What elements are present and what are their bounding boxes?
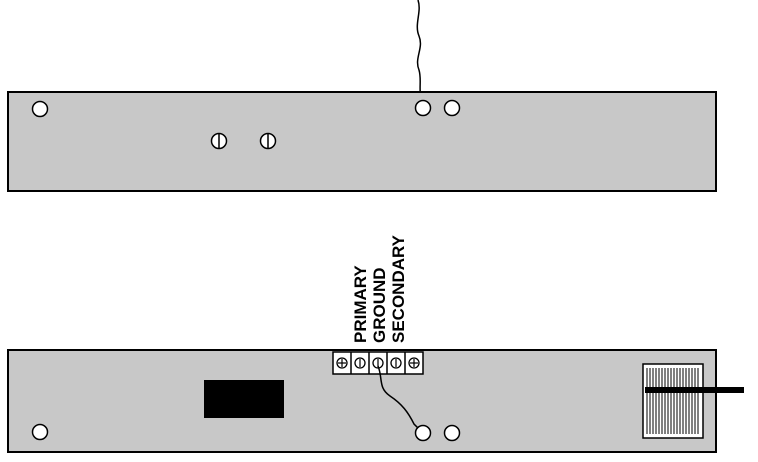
top-screw-left xyxy=(210,132,228,150)
bottom-panel xyxy=(7,349,744,453)
top-mount-hole-right xyxy=(443,99,461,117)
top-panel-body xyxy=(7,91,717,192)
top-panel xyxy=(7,0,717,192)
terminal-screw-4 xyxy=(390,357,402,369)
top-wire-terminal-hole xyxy=(414,99,432,117)
terminal-screw-2 xyxy=(354,357,366,369)
terminal-screw-3 xyxy=(372,357,384,369)
top-wire xyxy=(416,0,423,103)
ground-wire xyxy=(377,365,421,431)
bottom-wire-terminal-hole xyxy=(414,424,432,442)
terminal-screw-1 xyxy=(336,357,348,369)
grille xyxy=(642,363,704,439)
bottom-mount-hole-left xyxy=(31,423,49,441)
bottom-mount-hole-right xyxy=(443,424,461,442)
primary-label: PRIMARY xyxy=(351,265,370,343)
terminal-labels: PRIMARY GROUND SECONDARY xyxy=(351,234,408,343)
terminal-strip xyxy=(332,351,424,375)
terminal-screw-5 xyxy=(408,357,420,369)
black-block xyxy=(204,380,284,418)
top-mount-hole-left xyxy=(31,100,49,118)
secondary-label: SECONDARY xyxy=(389,234,408,343)
top-screw-right xyxy=(259,132,277,150)
ground-label: GROUND xyxy=(370,267,389,343)
